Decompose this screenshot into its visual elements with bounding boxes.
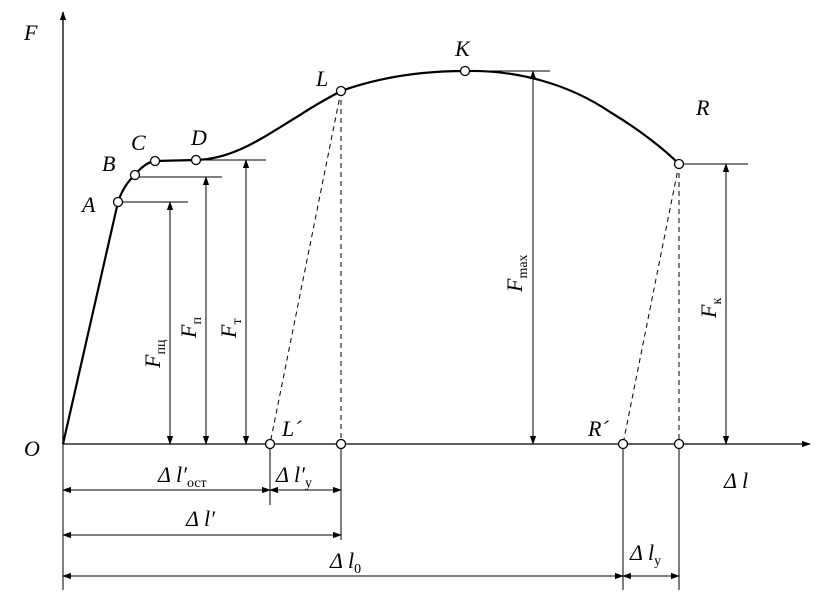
point-R-base [673, 438, 685, 450]
label-R: R [695, 95, 710, 120]
y-axis-label: F [23, 20, 38, 45]
label-dl-prime: Δ l′ [185, 506, 216, 531]
label-B: B [102, 151, 115, 176]
load-curve [61, 69, 680, 445]
x-axis-label: Δ l [723, 468, 748, 493]
label-dl-0: Δ l0 [329, 548, 361, 577]
label-K: K [454, 36, 471, 61]
point-L-base [335, 438, 347, 450]
origin-label: O [24, 436, 40, 461]
unload-line-L [269, 90, 342, 445]
point-R-prime [617, 438, 629, 450]
label-f-p: Fп [176, 317, 205, 339]
unload-line-R [622, 163, 680, 445]
label-L: L [315, 66, 328, 91]
label-dl-ost: Δ l′ост [157, 462, 207, 491]
label-dl-y-prime: Δ l′у [275, 462, 312, 491]
label-D: D [190, 125, 207, 150]
point-R [673, 158, 685, 170]
label-C: C [131, 130, 146, 155]
point-L [335, 85, 347, 97]
label-f-max: Fmax [502, 254, 531, 293]
label-dl-y: Δ lу [629, 540, 661, 569]
point-B [129, 169, 141, 181]
label-R-prime: R´ [587, 416, 609, 441]
point-D [190, 154, 202, 166]
label-f-k: Fк [696, 298, 725, 319]
label-L-prime: L´ [281, 416, 302, 441]
point-A [112, 196, 124, 208]
label-A: A [80, 192, 96, 217]
label-f-t: Fт [216, 318, 245, 339]
point-L-prime [264, 438, 276, 450]
label-f-pts: Fпц [140, 339, 169, 369]
point-K [459, 65, 471, 77]
point-C [149, 155, 161, 167]
